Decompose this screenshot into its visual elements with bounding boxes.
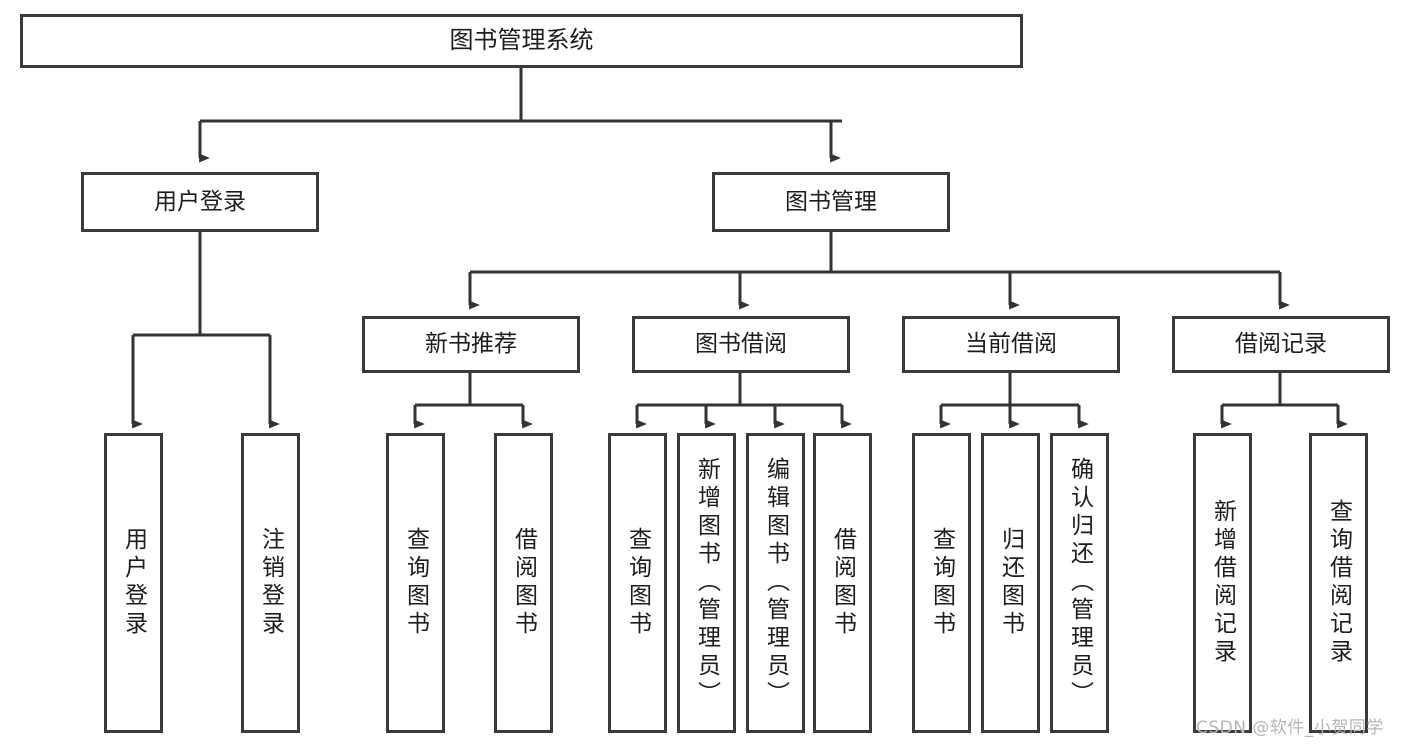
node-leaf-user-login[interactable]: 用户登录 — [104, 433, 163, 733]
node-leaf-user-logout[interactable]: 注销登录 — [241, 433, 300, 733]
node-leaf-return-book[interactable]: 归还图书 — [981, 433, 1040, 733]
node-leaf-query-book-2[interactable]: 查询图书 — [608, 433, 667, 733]
node-leaf-add-record[interactable]: 新增借阅记录 — [1193, 433, 1252, 733]
node-current-borrow[interactable]: 当前借阅 — [902, 316, 1120, 373]
node-leaf-edit-book[interactable]: 编辑图书（管理员） — [746, 433, 805, 733]
node-leaf-query-record[interactable]: 查询借阅记录 — [1309, 433, 1368, 733]
node-user-login[interactable]: 用户登录 — [81, 172, 319, 232]
node-borrow-record[interactable]: 借阅记录 — [1172, 316, 1390, 373]
node-root-system[interactable]: 图书管理系统 — [20, 14, 1023, 68]
node-leaf-query-book-1[interactable]: 查询图书 — [386, 433, 445, 733]
node-leaf-query-book-3[interactable]: 查询图书 — [912, 433, 971, 733]
csdn-watermark: CSDN @软件_小贺同学 — [1196, 718, 1384, 738]
node-book-borrow[interactable]: 图书借阅 — [632, 316, 850, 373]
node-book-management[interactable]: 图书管理 — [712, 172, 950, 232]
node-leaf-confirm-return[interactable]: 确认归还（管理员） — [1050, 433, 1109, 733]
node-leaf-borrow-book-2[interactable]: 借阅图书 — [813, 433, 872, 733]
node-new-book-recommend[interactable]: 新书推荐 — [362, 316, 580, 373]
node-leaf-borrow-book-1[interactable]: 借阅图书 — [494, 433, 553, 733]
node-leaf-add-book[interactable]: 新增图书（管理员） — [677, 433, 736, 733]
